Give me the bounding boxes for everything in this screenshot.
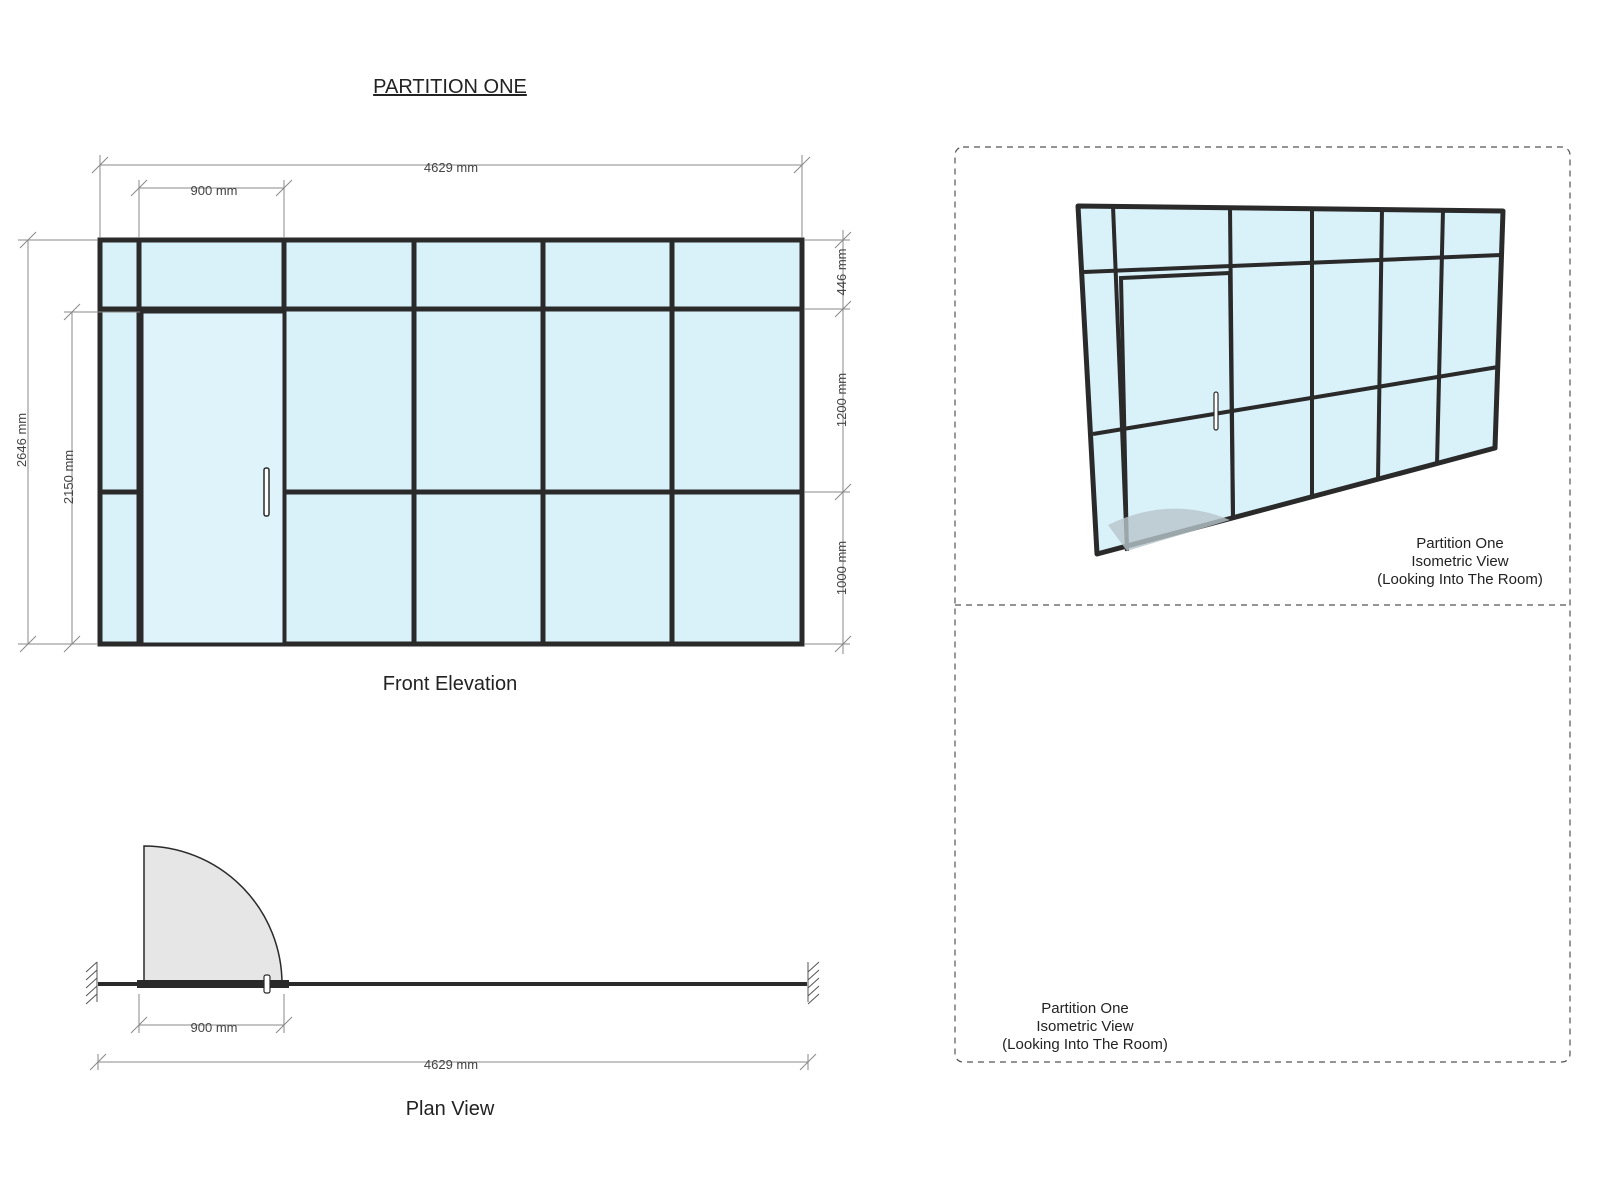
iso1-mullion-5 bbox=[1435, 209, 1445, 465]
iso1-mullion-4 bbox=[1376, 208, 1384, 481]
front-elevation: 4629 mm 900 mm 2646 mm 2150 mm 446 mm 12… bbox=[14, 155, 852, 654]
iso-view-1-line1: Partition One bbox=[1416, 535, 1504, 552]
plan-view: 900 mm 4629 mm bbox=[85, 845, 820, 1072]
front-elevation-caption: Front Elevation bbox=[382, 673, 518, 695]
iso1-transom-top bbox=[1083, 253, 1502, 274]
iso1-door-handle-icon bbox=[1213, 391, 1219, 431]
elevation-outer-frame bbox=[97, 237, 805, 647]
dim-overall-height-left bbox=[18, 231, 98, 653]
dim-text-door-width: 900 mm bbox=[191, 183, 238, 198]
dim-text-overall-width: 4629 mm bbox=[424, 160, 478, 175]
dim-plan-door-width bbox=[130, 994, 293, 1034]
iso1-frame bbox=[1075, 203, 1506, 557]
iso-view-2-label: Partition One Isometric View (Looking In… bbox=[955, 1000, 1215, 1054]
iso1-glass bbox=[1078, 206, 1503, 554]
dim-text-bottom-panel: 1000 mm bbox=[834, 541, 849, 595]
iso-view-2-line2: Isometric View bbox=[1036, 1018, 1134, 1035]
dim-text-overall-height: 2646 mm bbox=[14, 413, 29, 467]
iso-view-1-line3: (Looking Into The Room) bbox=[1377, 571, 1543, 588]
plan-dim-text-door-width: 900 mm bbox=[191, 1020, 238, 1035]
iso-views-box bbox=[954, 146, 1571, 1063]
dim-text-mid-panel: 1200 mm bbox=[834, 373, 849, 427]
dim-overall-width-top bbox=[91, 155, 811, 238]
plan-dim-text-overall-width: 4629 mm bbox=[424, 1057, 478, 1072]
plan-view-caption: Plan View bbox=[405, 1098, 495, 1120]
dim-text-door-height: 2150 mm bbox=[61, 450, 76, 504]
dim-plan-overall-width bbox=[89, 1053, 817, 1071]
iso-view-1-line2: Isometric View bbox=[1411, 553, 1509, 570]
door-handle-icon bbox=[263, 467, 270, 517]
dim-panels-right bbox=[804, 230, 852, 654]
iso-view-1-label: Partition One Isometric View (Looking In… bbox=[1330, 535, 1590, 589]
dim-door-height-left bbox=[63, 303, 140, 653]
door-swing-arc bbox=[143, 845, 283, 985]
plan-door-handle-icon bbox=[263, 974, 271, 994]
iso-view-2-line1: Partition One bbox=[1041, 1000, 1129, 1017]
wall-hatch-right bbox=[807, 961, 820, 1005]
iso-view-1 bbox=[1075, 203, 1506, 557]
dim-door-width-top bbox=[130, 179, 293, 238]
dim-text-top-panel: 446 mm bbox=[834, 249, 849, 296]
wall-hatch-left bbox=[85, 961, 98, 1005]
drawing-title: PARTITION ONE bbox=[373, 76, 527, 98]
iso1-transom-mid bbox=[1092, 365, 1499, 436]
iso-view-2-line3: (Looking Into The Room) bbox=[1002, 1036, 1168, 1053]
iso1-door-frame bbox=[1118, 270, 1235, 552]
plan-door-leaf bbox=[137, 980, 289, 988]
elevation-door-frame bbox=[140, 310, 286, 646]
iso1-door-swing bbox=[1108, 508, 1230, 551]
